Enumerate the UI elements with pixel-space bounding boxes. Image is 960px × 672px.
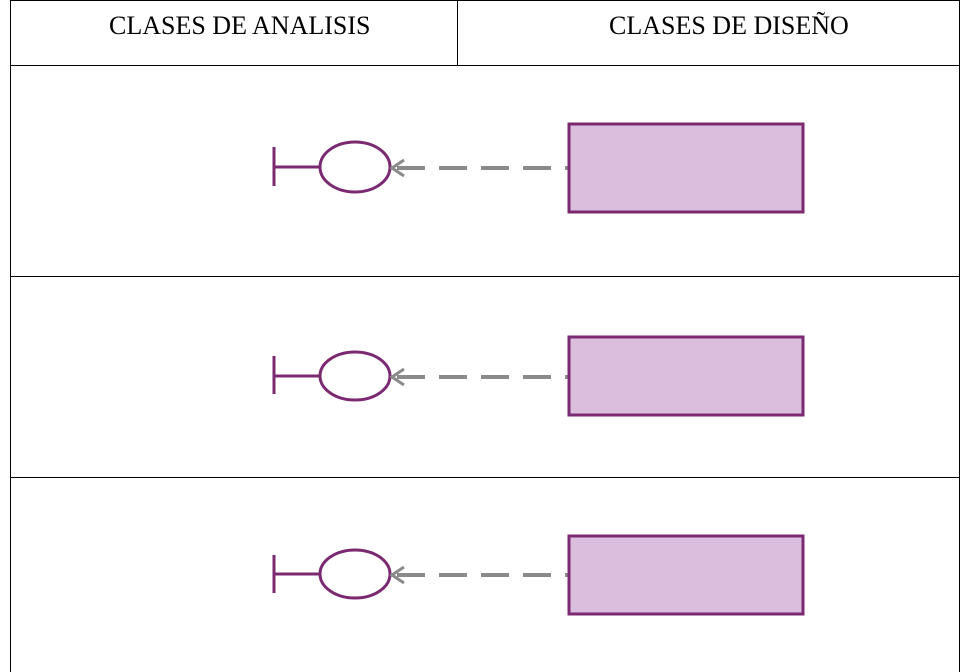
design-class-box xyxy=(567,122,805,214)
row-divider xyxy=(11,477,959,478)
design-classes-header: CLASES DE DISEÑO xyxy=(609,11,849,40)
analysis-classes-header: CLASES DE ANALISIS xyxy=(109,11,371,40)
row-divider xyxy=(11,276,959,277)
mapping-table: CLASES DE ANALISIS CLASES DE DISEÑO xyxy=(10,0,960,672)
boundary-class-icon xyxy=(272,350,392,402)
dependency-arrow-icon xyxy=(389,367,568,387)
diagram-row-2 xyxy=(272,335,805,417)
diagram-row-3 xyxy=(272,534,805,616)
design-class-box xyxy=(567,335,805,417)
dependency-arrow-icon xyxy=(389,565,568,585)
boundary-class-icon xyxy=(272,548,392,600)
boundary-class-icon xyxy=(272,140,392,194)
dependency-arrow-icon xyxy=(389,158,568,178)
diagram-row-1 xyxy=(272,122,805,214)
table-header: CLASES DE ANALISIS CLASES DE DISEÑO xyxy=(11,1,959,66)
design-class-box xyxy=(567,534,805,616)
header-divider xyxy=(457,1,458,66)
